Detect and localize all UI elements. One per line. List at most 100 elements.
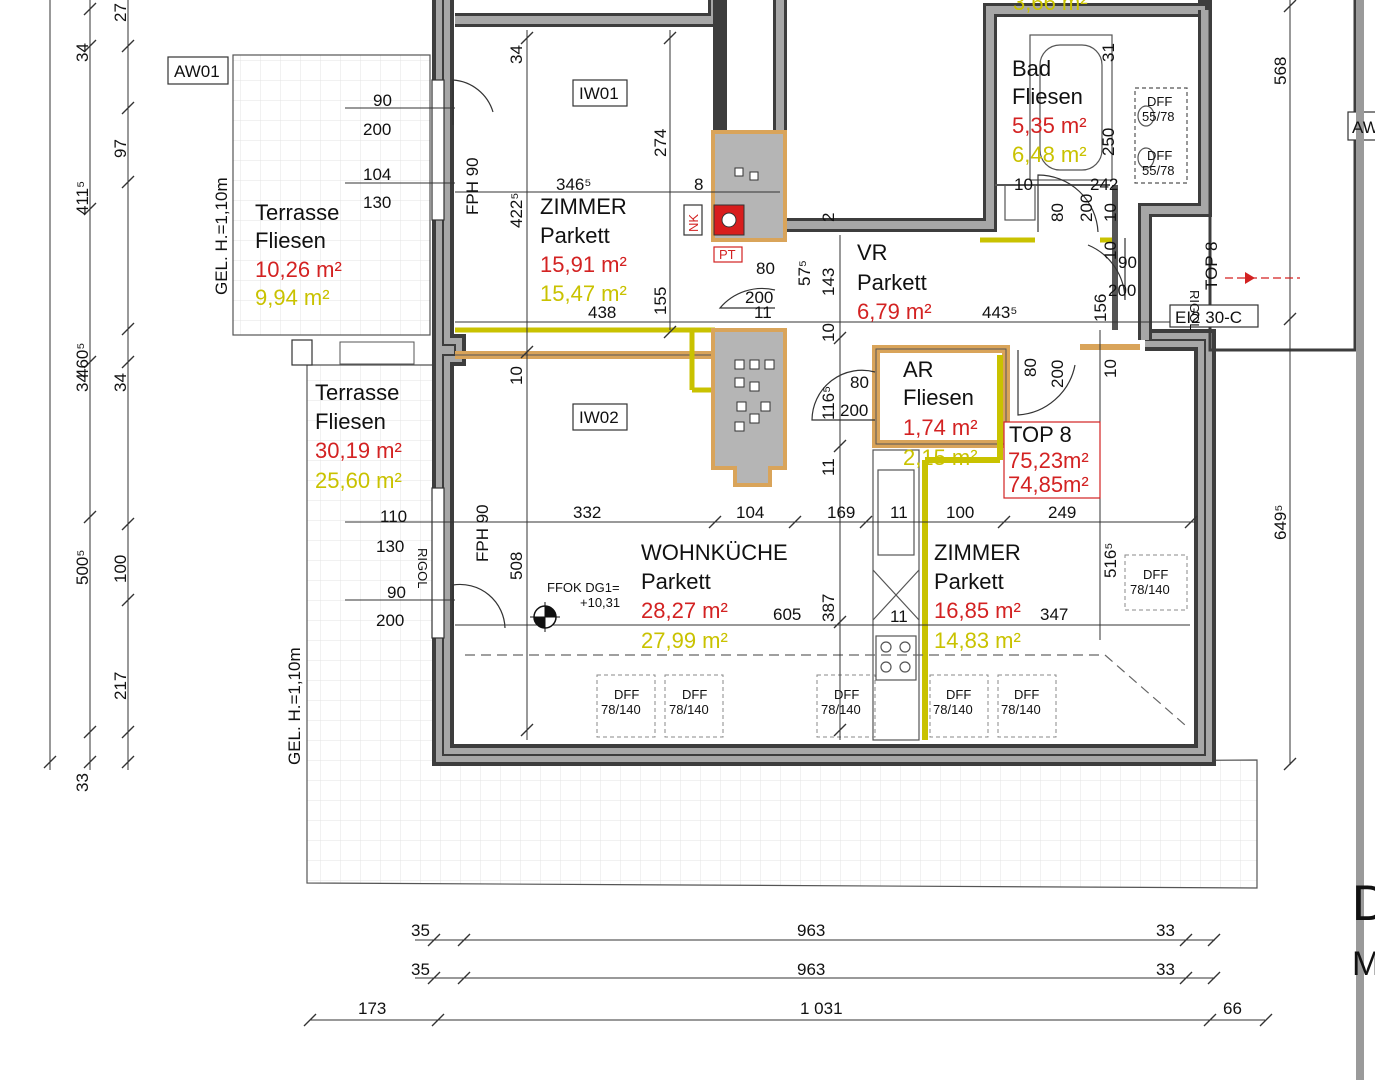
terrace-large-name: Terrasse xyxy=(315,380,399,405)
dim-2: 2 xyxy=(819,213,838,222)
tag-boxes xyxy=(167,56,1375,499)
bottom-dim-row3-a: 173 xyxy=(358,999,386,1018)
left-inner-217: 217 xyxy=(111,672,130,700)
bottom-dim-row1-a: 35 xyxy=(411,921,430,940)
dim-438: 438 xyxy=(588,303,616,322)
ffok-value: +10,31 xyxy=(580,595,620,610)
dim-200a: 200 xyxy=(363,120,391,139)
zimmer2-area: 16,85 m² xyxy=(934,598,1021,623)
page-edge-bar xyxy=(1356,0,1364,1080)
svg-text:DFF: DFF xyxy=(1143,567,1168,582)
ar-area2: 2,15 m² xyxy=(903,445,978,470)
bad-area2: 6,48 m² xyxy=(1012,142,1087,167)
bad-area: 5,35 m² xyxy=(1012,113,1087,138)
dim-249: 249 xyxy=(1048,503,1076,522)
tag-aw-right: AW xyxy=(1352,118,1375,137)
zimmer2-name: ZIMMER xyxy=(934,540,1021,565)
left-dim-34: 34 xyxy=(73,43,92,62)
dim-200f: 200 xyxy=(1077,194,1096,222)
dim-80a: 80 xyxy=(756,259,775,278)
zimmer2-finish: Parkett xyxy=(934,569,1004,594)
zimmer1-name: ZIMMER xyxy=(540,194,627,219)
dim-110: 110 xyxy=(380,507,407,526)
dim-130b: 130 xyxy=(376,537,404,556)
interior-walls xyxy=(455,184,1140,740)
tag-nk: NK xyxy=(686,214,701,232)
vr-finish: Parkett xyxy=(857,270,927,295)
dim-90b: 90 xyxy=(387,583,406,602)
bottom-dim-row1-b: 963 xyxy=(797,921,825,940)
unit-label: TOP 8 xyxy=(1009,422,1072,447)
left-dim-460: 460⁵ xyxy=(73,343,92,378)
outer-walls xyxy=(432,0,1357,766)
dim-10b: 10 xyxy=(819,323,838,342)
left-inner-97: 97 xyxy=(111,139,130,158)
dim-10e: 10 xyxy=(1014,175,1033,194)
left-inner-27: 27 xyxy=(111,3,130,22)
fph-label-1: FPH 90 xyxy=(463,157,482,215)
svg-text:DFF: DFF xyxy=(614,687,639,702)
wohnkueche-area2: 27,99 m² xyxy=(641,628,728,653)
dim-80d: 80 xyxy=(850,373,869,392)
shaft-cells xyxy=(734,359,775,432)
dim-10c: 10 xyxy=(1101,241,1120,260)
terrace-small-floor xyxy=(232,54,431,336)
level-symbol xyxy=(530,602,560,632)
zimmer1-finish: Parkett xyxy=(540,223,610,248)
page-edge-letter-m: M xyxy=(1352,945,1375,983)
left-dim-411: 411⁵ xyxy=(73,181,92,215)
bottom-dim-row3-b: 1 031 xyxy=(800,999,843,1018)
dim-200c: 200 xyxy=(745,288,773,307)
dim-90c: 90 xyxy=(1118,253,1137,272)
dim-143: 143 xyxy=(819,268,838,296)
bottom-dim-row1-c: 33 xyxy=(1156,921,1175,940)
terrace-small-railing: GEL. H.=1,10m xyxy=(212,177,231,295)
dim-169: 169 xyxy=(827,503,855,522)
tag-aw01: AW01 xyxy=(174,62,220,81)
terrace-large-area2: 25,60 m² xyxy=(315,468,402,493)
dim-274: 274 xyxy=(651,129,670,157)
vr-name: VR xyxy=(857,240,888,265)
dim-516: 516⁵ xyxy=(1101,543,1120,578)
svg-text:78/140: 78/140 xyxy=(669,702,709,717)
ar-finish: Fliesen xyxy=(903,385,974,410)
dim-10f: 10 xyxy=(1101,203,1120,222)
tag-iw01: IW01 xyxy=(579,84,619,103)
svg-text:DFF: DFF xyxy=(946,687,971,702)
svg-text:DFF: DFF xyxy=(1147,94,1172,109)
dim-10a: 10 xyxy=(507,366,526,385)
bathroom-fixtures xyxy=(1004,34,1188,221)
terrace-large-area: 30,19 m² xyxy=(315,438,402,463)
terrace-small-name: Terrasse xyxy=(255,200,339,225)
dim-200b: 200 xyxy=(376,611,404,630)
svg-text:DFF: DFF xyxy=(1014,687,1039,702)
dim-250: 250 xyxy=(1099,128,1118,156)
dim-116: 116⁵ xyxy=(819,386,838,420)
bottom-dim-row2-a: 35 xyxy=(411,960,430,979)
tag-rigol-left: RIGOL xyxy=(415,548,430,588)
dim-100: 100 xyxy=(946,503,974,522)
dim-200g: 200 xyxy=(840,401,868,420)
dim-11c: 11 xyxy=(890,503,908,522)
zimmer1-area: 15,91 m² xyxy=(540,252,627,277)
wohnkueche-name: WOHNKÜCHE xyxy=(641,540,788,565)
dim-10d: 10 xyxy=(1101,359,1120,378)
dim-57: 57⁵ xyxy=(795,260,814,286)
dim-443: 443⁵ xyxy=(982,303,1017,322)
svg-text:78/140: 78/140 xyxy=(601,702,641,717)
bad-finish: Fliesen xyxy=(1012,84,1083,109)
dim-11d: 11 xyxy=(890,607,908,626)
zimmer2-area2: 14,83 m² xyxy=(934,628,1021,653)
dimension-lines xyxy=(49,0,1291,1021)
right-dim-568: 568 xyxy=(1271,57,1290,85)
left-inner-34b: 34 xyxy=(73,373,92,392)
slope-line xyxy=(465,654,1186,726)
left-dim-33: 33 xyxy=(73,773,92,792)
top-cut-area: 3,66 m² xyxy=(1013,0,1088,15)
bottom-dim-row3-c: 66 xyxy=(1223,999,1242,1018)
dim-332: 332 xyxy=(573,503,601,522)
svg-text:DFF: DFF xyxy=(834,687,859,702)
dim-422: 422⁵ xyxy=(507,193,526,228)
